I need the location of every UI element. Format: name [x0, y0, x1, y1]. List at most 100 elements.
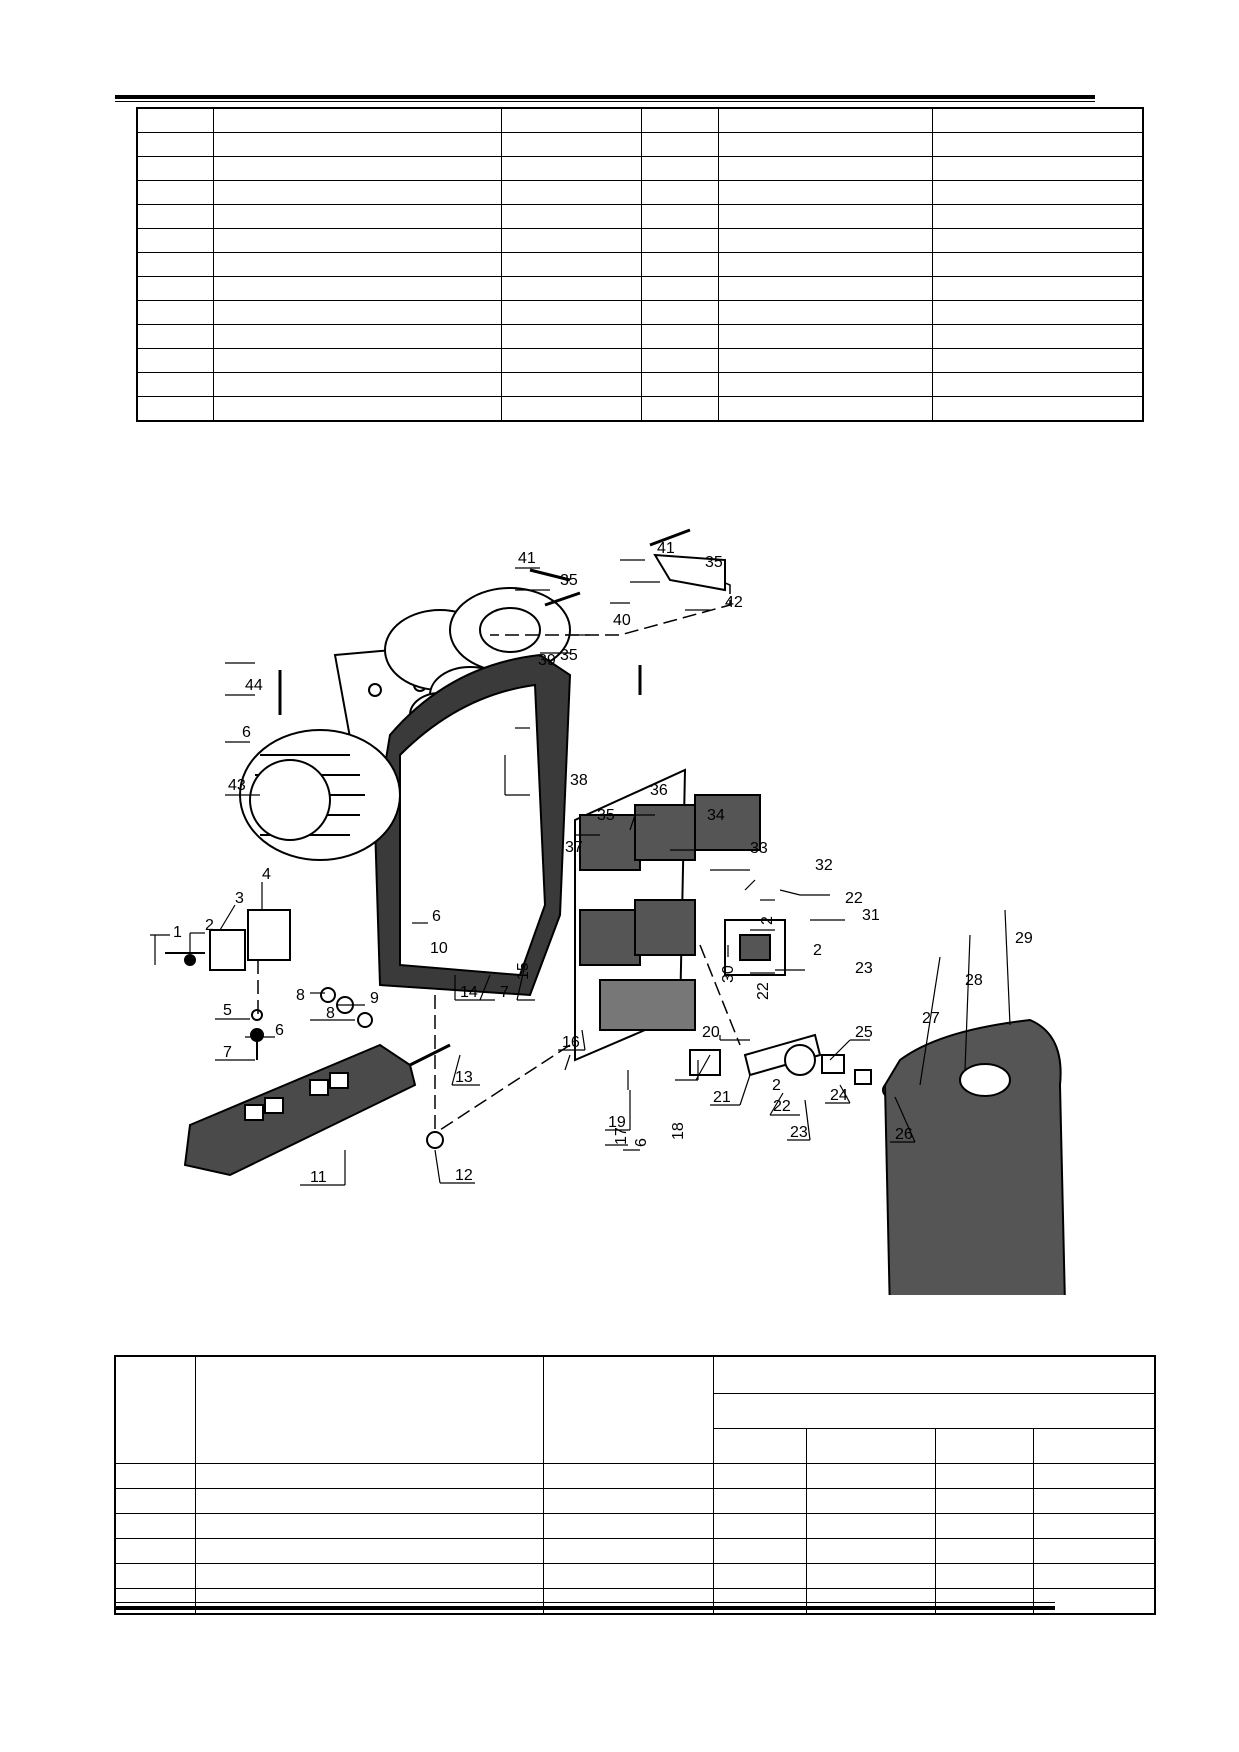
callout-11: 11: [310, 1169, 327, 1186]
callout-39: 39: [538, 652, 556, 669]
table-row: [136, 324, 1144, 349]
table-header-row: [115, 1393, 1156, 1429]
callout-29: 29: [1015, 930, 1033, 947]
callout-6b: 6: [432, 908, 441, 925]
callout-22b: 22: [755, 982, 772, 1000]
table-row: [114, 1513, 1156, 1539]
parts-table-top: [136, 107, 1144, 422]
contactor: [634, 899, 696, 956]
exploded-parts-diagram: 1 2 3 4 5 6 7 8 9 8 6 11 12 13 10 14 7 1…: [150, 528, 1066, 1295]
callout-28: 28: [965, 972, 983, 989]
callout-16: 16: [562, 1034, 580, 1051]
callout-26: 26: [895, 1126, 913, 1143]
cover: [883, 1018, 1066, 1295]
callout-20: 20: [702, 1024, 720, 1041]
callout-33: 33: [750, 840, 768, 857]
callout-3: 3: [235, 890, 244, 907]
callout-18: 18: [670, 1122, 687, 1140]
table-row: [114, 1588, 1156, 1615]
callout-43: 43: [228, 777, 246, 794]
callout-40: 40: [613, 612, 631, 629]
callout-10: 10: [430, 940, 448, 957]
switch-box: [209, 929, 246, 971]
callout-1: 1: [173, 924, 182, 941]
table-row: [136, 156, 1144, 181]
callout-36: 36: [650, 782, 668, 799]
callout-22c: 22: [845, 890, 863, 907]
callout-2b: 2: [772, 1077, 781, 1094]
callout-17: 17: [613, 1127, 630, 1145]
callout-35d: 35: [705, 554, 723, 571]
table-row: [136, 107, 1144, 133]
callout-4: 4: [262, 866, 271, 883]
callout-8: 8: [296, 987, 305, 1004]
callout-31: 31: [862, 907, 880, 924]
callout-7: 7: [223, 1044, 232, 1061]
table-row: [136, 180, 1144, 205]
table-row: [136, 396, 1144, 422]
contactor: [634, 804, 696, 861]
table-row: [136, 252, 1144, 277]
callout-41b: 41: [657, 540, 675, 557]
terminal-block: [599, 979, 696, 1031]
table-row: [136, 228, 1144, 253]
callout-19: 19: [608, 1114, 626, 1131]
mounting-bracket: [653, 553, 726, 592]
callout-37: 37: [565, 839, 583, 856]
callout-42: 42: [725, 594, 743, 611]
footer-rule-thick: [115, 1606, 1055, 1610]
contactor: [579, 909, 641, 966]
table-row: [114, 1538, 1156, 1564]
pendant-cord: [409, 1043, 451, 1067]
table-row: [136, 300, 1144, 325]
callout-34: 34: [707, 807, 725, 824]
callout-2d: 2: [759, 916, 776, 925]
callout-24: 24: [830, 1087, 848, 1104]
table-row: [136, 204, 1144, 229]
pendant-control: [183, 1043, 417, 1177]
cable-gland: [426, 1131, 444, 1149]
callout-21: 21: [713, 1089, 731, 1106]
table-row: [136, 372, 1144, 397]
callout-12: 12: [455, 1167, 473, 1184]
motor-end-cap: [249, 759, 331, 841]
callout-7b: 7: [500, 984, 509, 1001]
table-header-row: [114, 1355, 1156, 1464]
switch-bracket: [247, 909, 291, 961]
callout-13: 13: [455, 1069, 473, 1086]
table-row: [114, 1488, 1156, 1514]
callout-2c: 2: [813, 942, 822, 959]
callout-15: 15: [515, 962, 532, 980]
callout-14: 14: [460, 984, 478, 1001]
table-row: [114, 1463, 1156, 1489]
table-row: [136, 348, 1144, 373]
callout-30: 30: [720, 965, 737, 983]
callout-22: 22: [773, 1098, 791, 1115]
header-rule-thin: [115, 101, 1095, 102]
contactor: [694, 794, 761, 851]
callout-9: 9: [370, 990, 379, 1007]
callout-44: 44: [245, 677, 263, 694]
parts-table-bottom: [114, 1355, 1156, 1615]
callout-6d: 6: [242, 724, 251, 741]
callout-32: 32: [815, 857, 833, 874]
footer-rule-thin: [115, 1602, 1055, 1603]
callout-25: 25: [855, 1024, 873, 1041]
callout-8b: 8: [326, 1005, 335, 1022]
callout-6c: 6: [633, 1138, 650, 1147]
table-row: [114, 1563, 1156, 1589]
callout-23b: 23: [855, 960, 873, 977]
callout-27: 27: [922, 1010, 940, 1027]
callout-6: 6: [275, 1022, 284, 1039]
callout-41: 41: [518, 550, 536, 567]
callout-38: 38: [570, 772, 588, 789]
callout-23: 23: [790, 1124, 808, 1141]
table-row: [136, 276, 1144, 301]
table-row: [136, 132, 1144, 157]
callout-35b: 35: [560, 647, 578, 664]
callout-2: 2: [205, 917, 214, 934]
callout-35: 35: [597, 807, 615, 824]
callout-35c: 35: [560, 572, 578, 589]
callout-5: 5: [223, 1002, 232, 1019]
header-rule-thick: [115, 95, 1095, 99]
